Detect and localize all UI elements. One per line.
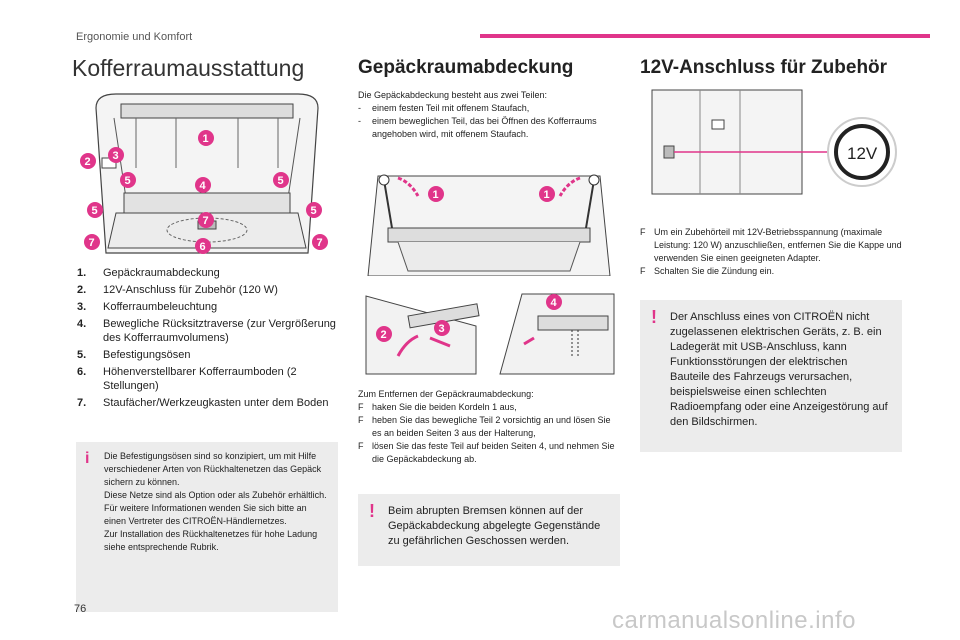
list-item: 1.Gepäckraumabdeckung: [77, 267, 220, 279]
svg-text:4: 4: [551, 297, 558, 309]
warning-icon: !: [369, 501, 375, 521]
list-item: 2.12V-Anschluss für Zubehör (120 W): [77, 284, 278, 296]
component-list: 1.Gepäckraumabdeckung 2.12V-Anschluss fü…: [77, 266, 337, 413]
info-text: Zur Installation des Rückhaltenetzes für…: [104, 529, 318, 552]
socket-heading: 12V-Anschluss für Zubehör: [640, 57, 888, 78]
trunk-overview-illustration: 1 2 3 4 5 5 5 5 7 7 7 6: [76, 88, 338, 258]
warning-text: Der Anschluss eines von CITROËN nicht zu…: [670, 311, 888, 428]
list-item: 4.Bewegliche Rücksitztraverse (zur Vergr…: [77, 318, 336, 344]
warning-text: Beim abrupten Bremsen können auf der Gep…: [388, 505, 601, 547]
info-text: Für weitere Informationen wenden Sie sic…: [104, 503, 307, 526]
callout-6: 6: [200, 241, 206, 253]
svg-text:2: 2: [381, 329, 387, 341]
callout-7b: 7: [89, 237, 95, 249]
socket-warning-box: ! Der Anschluss eines von CITROËN nicht …: [640, 300, 902, 452]
warning-icon: !: [651, 307, 657, 327]
cover-removal-illustration-right: 4: [494, 286, 620, 376]
info-icon: i: [85, 450, 90, 467]
list-item: 6.Höhenverstellbarer Kofferraumboden (2 …: [77, 366, 297, 392]
svg-text:1: 1: [544, 189, 550, 201]
cover-removal-illustration-left: 2 3: [358, 286, 484, 376]
list-item: -einem beweglichen Teil, das bei Öffnen …: [358, 116, 597, 139]
socket-label: 12V: [847, 144, 878, 163]
cover-intro: Die Gepäckabdeckung besteht aus zwei Tei…: [358, 89, 620, 141]
page-number: 76: [74, 603, 87, 615]
list-item: 7.Staufächer/Werkzeugkasten unter dem Bo…: [77, 397, 329, 409]
page-title: Kofferraumausstattung: [72, 55, 305, 81]
callout-5c: 5: [92, 205, 98, 217]
info-box: i Die Befestigungsösen sind so konzipier…: [76, 442, 338, 612]
callout-7a: 7: [203, 215, 209, 227]
info-text: Die Befestigungsösen sind so konzipiert,…: [104, 451, 322, 487]
callout-5b: 5: [278, 175, 284, 187]
callout-3: 3: [113, 150, 119, 162]
list-item: 5.Befestigungsösen: [77, 349, 191, 361]
section-title: Ergonomie und Komfort: [76, 31, 193, 43]
callout-7c: 7: [317, 237, 323, 249]
socket-illustration: 12V: [640, 88, 902, 198]
footer-watermark: carmanualsonline.info: [612, 607, 856, 634]
svg-text:3: 3: [439, 323, 445, 335]
callout-1: 1: [203, 133, 209, 145]
list-item: 3.Kofferraumbeleuchtung: [77, 301, 218, 313]
info-text: Diese Netze sind als Option oder als Zub…: [104, 490, 327, 500]
cover-warning-box: ! Beim abrupten Bremsen können auf der G…: [358, 494, 620, 566]
svg-text:1: 1: [433, 189, 439, 201]
callout-4: 4: [200, 180, 207, 192]
cover-heading: Gepäckraumabdeckung: [358, 57, 574, 78]
header-accent-bar: [480, 34, 930, 38]
callout-2: 2: [85, 156, 91, 168]
callout-5d: 5: [311, 205, 317, 217]
cover-removal-illustration-top: 1 1: [358, 166, 620, 276]
list-item: -einem festen Teil mit offenem Staufach,: [358, 103, 530, 113]
removal-steps: Zum Entfernen der Gepäckraumabdeckung: F…: [358, 388, 620, 466]
callout-5a: 5: [125, 175, 131, 187]
